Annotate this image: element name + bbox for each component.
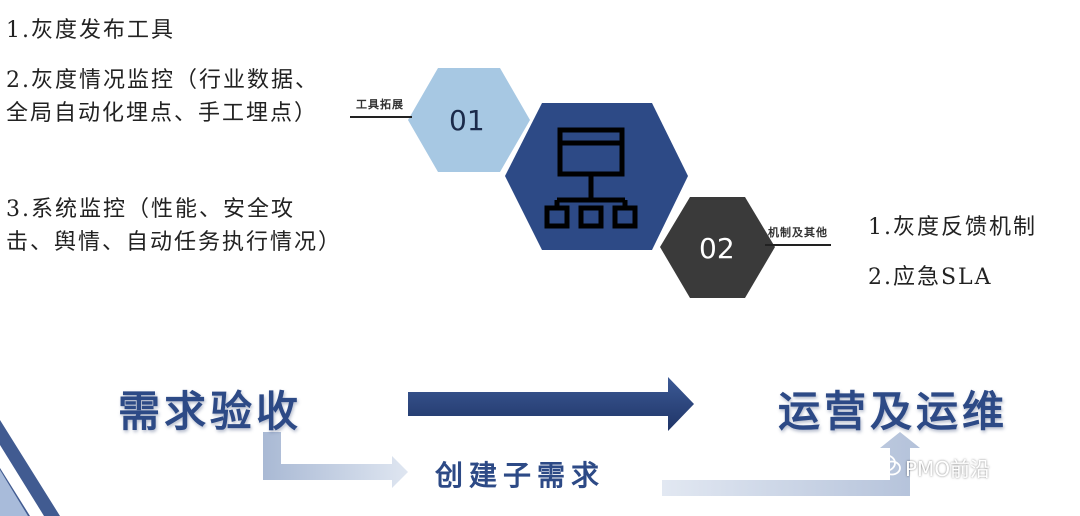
network-hierarchy-icon	[544, 127, 638, 229]
mechanism-item-sla: 2.应急SLA	[868, 265, 993, 290]
main-flow-arrow	[408, 377, 694, 431]
tool-item-gray-release: 1.灰度发布工具	[6, 18, 175, 43]
flow-start-label: 需求验收	[118, 387, 303, 436]
hexagon-02-number: 02	[699, 232, 735, 265]
tools-extension-label: 工具拓展	[356, 98, 404, 111]
mechanism-label: 机制及其他	[768, 226, 828, 239]
mechanism-item-feedback: 1.灰度反馈机制	[868, 215, 1037, 240]
sub-flow-arrow-left	[263, 432, 408, 488]
hexagon-02	[660, 197, 775, 298]
corner-decoration	[0, 420, 60, 516]
tool-item-system-monitoring: 3.系统监控（性能、安全攻击、舆情、自动任务执行情况）	[6, 197, 343, 255]
sub-flow-arrow-right	[662, 432, 920, 496]
flow-middle-label: 创建子需求	[435, 459, 606, 492]
tool-item-gray-monitoring: 2.灰度情况监控（行业数据、全局自动化埋点、手工埋点）	[6, 68, 319, 126]
watermark-text: PMO前沿	[905, 457, 991, 481]
wechat-icon	[874, 454, 901, 476]
mechanism-rule	[765, 244, 831, 246]
flow-end-label: 运营及运维	[778, 387, 1009, 436]
tools-extension-rule	[350, 116, 412, 118]
hexagon-01-number: 01	[449, 104, 485, 137]
hexagon-01	[408, 68, 530, 172]
